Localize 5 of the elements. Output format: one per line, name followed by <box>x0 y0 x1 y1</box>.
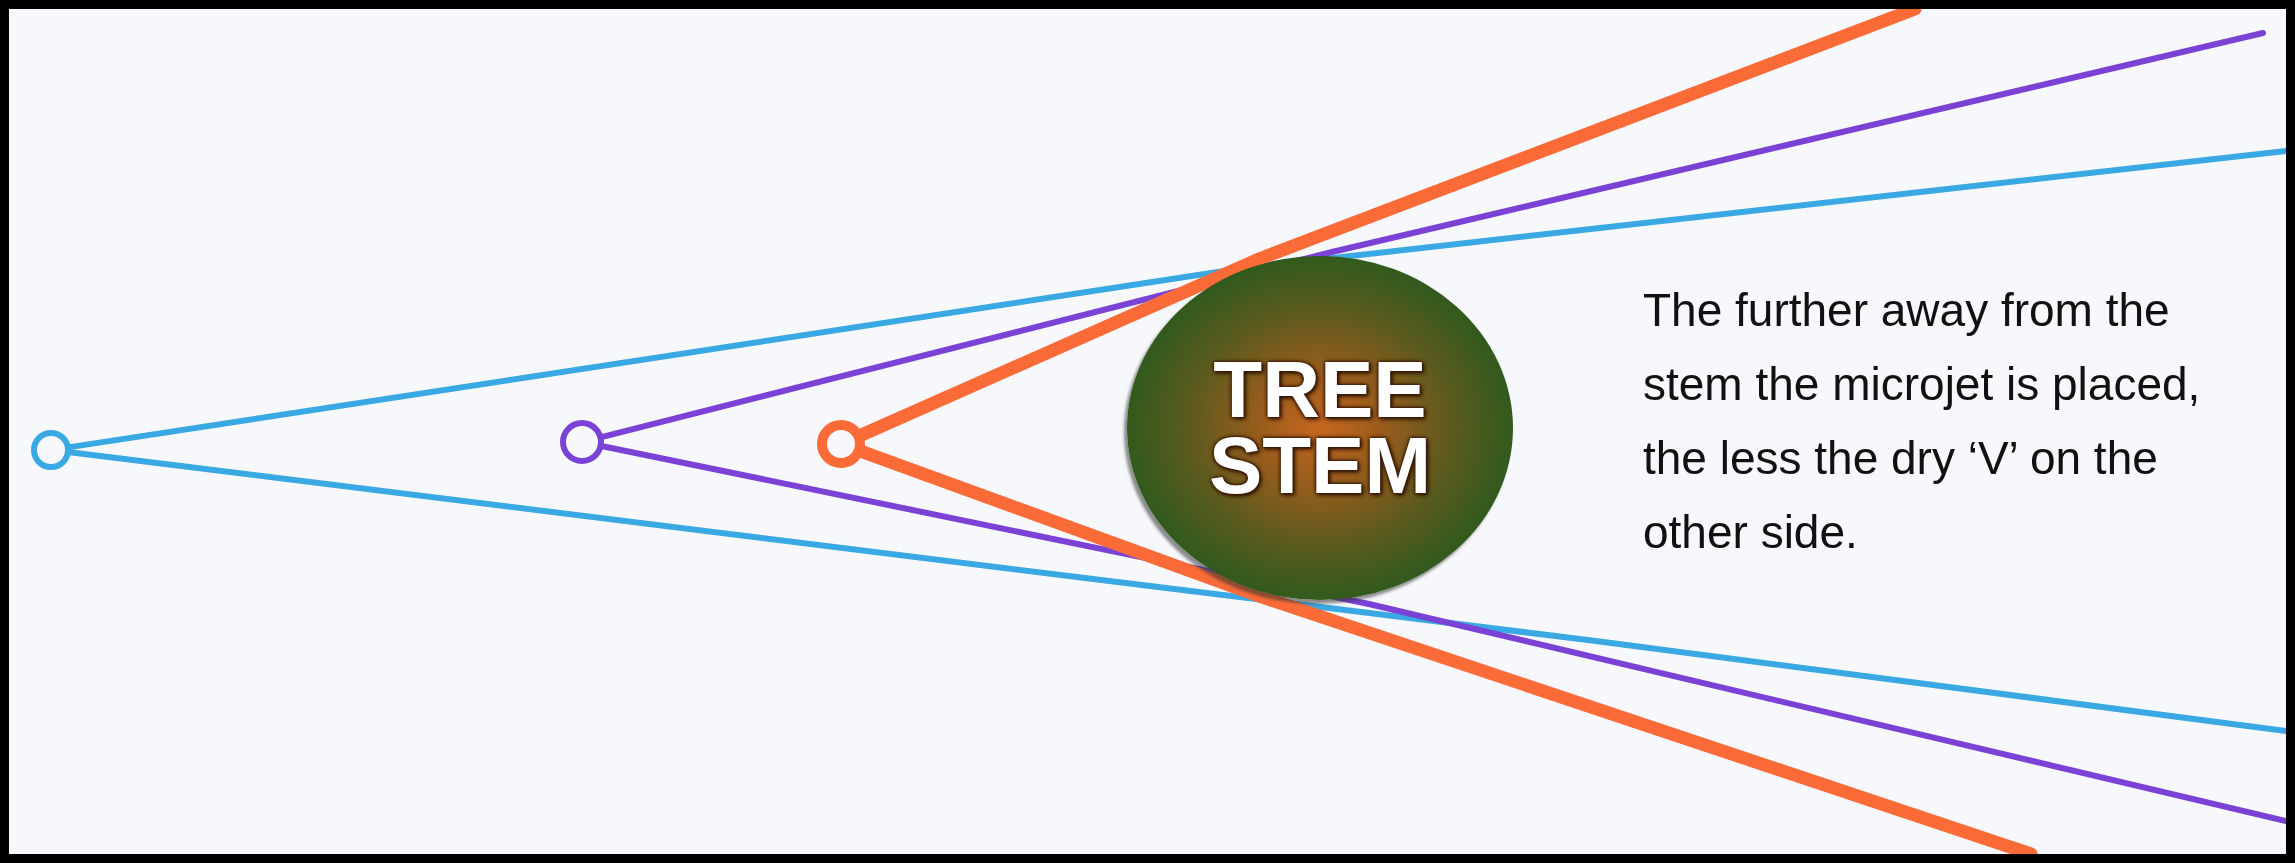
ring-icon <box>560 420 604 464</box>
note-text: The further away from the stem the microjet is placed, the less the dry ‘V’ on the other side. <box>1643 283 2202 560</box>
stem-label: TREE STEM <box>1208 352 1432 504</box>
ring-icon <box>31 430 71 470</box>
ring-icon <box>817 420 865 468</box>
